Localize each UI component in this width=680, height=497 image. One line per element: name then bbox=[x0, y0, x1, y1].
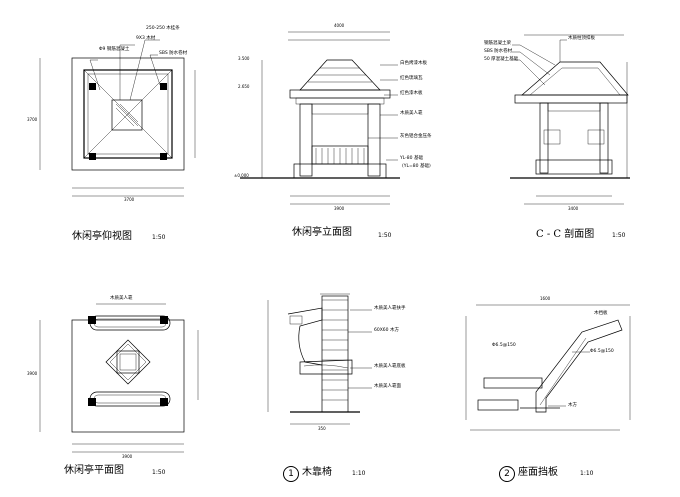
floor-plan-scale: 1:50 bbox=[152, 469, 166, 476]
elevation-note-7: (YL=80 基础) bbox=[402, 164, 431, 169]
detail-2-note-1: 木挡板 bbox=[594, 311, 608, 316]
detail-1-note-3: 木质美人靠底板 bbox=[374, 364, 406, 369]
section-scale: 1:50 bbox=[612, 232, 626, 239]
elevation-note-5: 灰色铝合金压条 bbox=[400, 134, 432, 139]
detail-2-dim-top: 1600 bbox=[540, 296, 551, 301]
floor-plan-dim-bottom: 3900 bbox=[122, 454, 133, 459]
elevation-level-1: 3.500 bbox=[238, 56, 250, 61]
detail-2-title: 座面挡板 bbox=[518, 467, 558, 478]
roof-plan-note-2: 9X3 木材 bbox=[136, 36, 156, 41]
roof-plan-dim-left: 3700 bbox=[27, 117, 38, 122]
detail-2-scale: 1:10 bbox=[580, 470, 594, 477]
detail-1-note-4: 木质美人靠面 bbox=[374, 384, 401, 389]
detail-2-note-4: Φ6.5@150 bbox=[590, 349, 614, 354]
detail-2-note-3: Φ6.5@150 bbox=[492, 343, 516, 348]
floor-plan-title: 休闲亭平面图 bbox=[64, 465, 124, 476]
roof-plan-title: 休闲亭仰视图 bbox=[72, 231, 132, 242]
elevation-dim-top: 4000 bbox=[334, 23, 345, 28]
detail-1-note-1: 木质美人靠扶手 bbox=[374, 306, 406, 311]
section-note-3: SBS 防水卷材 bbox=[484, 49, 513, 54]
detail-2-number: 2 bbox=[499, 466, 515, 482]
detail-1-number: 1 bbox=[283, 466, 299, 482]
section-note-1: 木质柱顶扣板 bbox=[568, 36, 595, 41]
detail-1-title: 木靠椅 bbox=[302, 467, 332, 478]
roof-plan-scale: 1:50 bbox=[152, 234, 166, 241]
elevation-level-3: ±0.000 bbox=[234, 173, 249, 178]
detail-1-scale: 1:10 bbox=[352, 470, 366, 477]
floor-plan-drawing bbox=[39, 303, 199, 453]
detail-1-note-2: 60X60 木方 bbox=[374, 328, 399, 333]
section-title: C - C 剖面图 bbox=[536, 229, 595, 240]
elevation-note-4: 木质美人靠 bbox=[400, 111, 423, 116]
floor-plan-note-1: 木质美人靠 bbox=[110, 296, 133, 301]
section-note-4: 50 厚混凝土基础 bbox=[484, 57, 519, 62]
elevation-note-1: 白色烤漆木板 bbox=[400, 61, 427, 66]
roof-plan-note-4: SBS 防水卷材 bbox=[159, 51, 188, 56]
detail-2-note-2: 木方 bbox=[568, 403, 577, 408]
roof-plan-dim-top: 3700 bbox=[124, 197, 135, 202]
section-drawing bbox=[510, 34, 630, 205]
elevation-note-6: YL-80 基础 bbox=[400, 156, 423, 161]
roof-plan-drawing bbox=[39, 39, 196, 197]
roof-plan-note-3: Φ9 钢筋混凝土 bbox=[99, 47, 130, 52]
section-dim-bottom: 3400 bbox=[568, 206, 579, 211]
roof-plan-note-1: 250-250 木挂条 bbox=[146, 26, 180, 31]
elevation-level-2: 2.650 bbox=[238, 84, 250, 89]
detail-2-drawing bbox=[465, 304, 631, 431]
elevation-note-3: 红色漆木板 bbox=[400, 91, 423, 96]
section-note-2: 钢筋混凝土梁 bbox=[484, 41, 511, 46]
detail-1-dim-bottom: 350 bbox=[318, 426, 326, 431]
floor-plan-dim-left: 3900 bbox=[27, 371, 38, 376]
elevation-drawing bbox=[240, 31, 400, 205]
elevation-scale: 1:50 bbox=[378, 232, 392, 239]
elevation-note-2: 红色琉璃瓦 bbox=[400, 76, 423, 81]
elevation-dim-bottom: 3900 bbox=[334, 206, 345, 211]
elevation-title: 休闲亭立面图 bbox=[292, 227, 352, 238]
detail-1-drawing bbox=[267, 293, 372, 425]
